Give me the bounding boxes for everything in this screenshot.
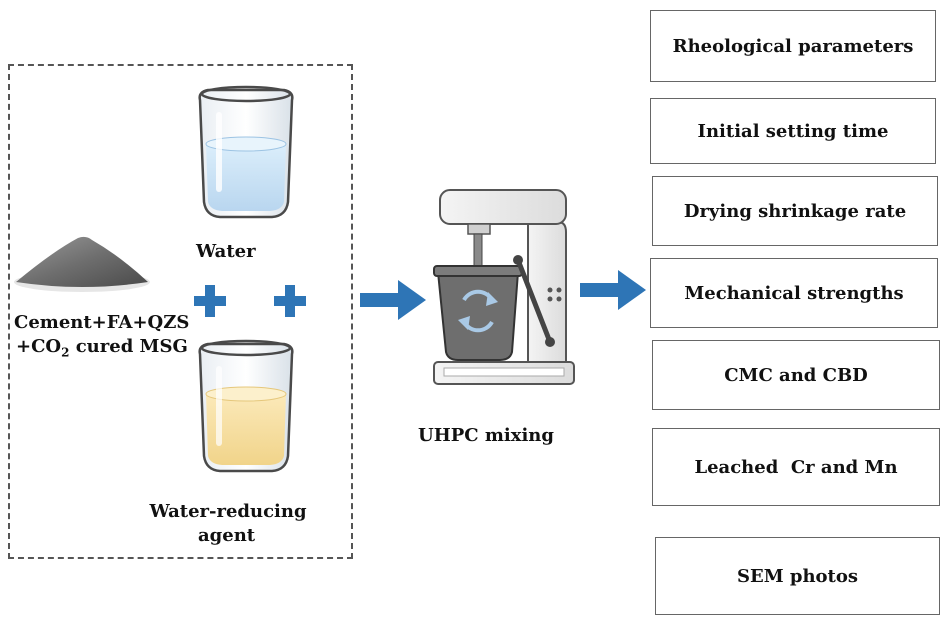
output-box-cmc-cbd: CMC and CBD <box>652 340 940 410</box>
output-box-shrinkage: Drying shrinkage rate <box>652 176 938 246</box>
agent-beaker-icon <box>198 339 294 473</box>
plus-icon <box>194 285 226 317</box>
output-box-leached: Leached Cr and Mn <box>652 428 940 506</box>
powder-label-line1: Cement+FA+QZS <box>14 312 190 333</box>
arrow-right-icon <box>360 280 426 320</box>
arrow-right-icon <box>580 270 646 310</box>
mixer-label: UHPC mixing <box>418 425 554 446</box>
agent-label: Water-reducing agent <box>148 500 308 549</box>
water-beaker-icon <box>198 85 294 219</box>
agent-label-line1: Water-reducing <box>149 501 307 522</box>
powder-label-line2: +CO2 cured MSG <box>16 336 188 360</box>
output-box-rheological: Rheological parameters <box>650 10 936 82</box>
output-box-setting-time: Initial setting time <box>650 98 936 164</box>
agent-label-line2: agent <box>198 525 256 547</box>
input-materials-group <box>8 64 353 559</box>
output-box-sem: SEM photos <box>655 537 940 615</box>
powder-label: Cement+FA+QZS +CO2 cured MSG <box>14 311 189 361</box>
water-label: Water <box>196 241 256 262</box>
output-box-mechanical: Mechanical strengths <box>650 258 938 328</box>
plus-icon <box>274 285 306 317</box>
powder-pile-icon <box>14 236 150 292</box>
mixer-icon <box>433 189 575 385</box>
